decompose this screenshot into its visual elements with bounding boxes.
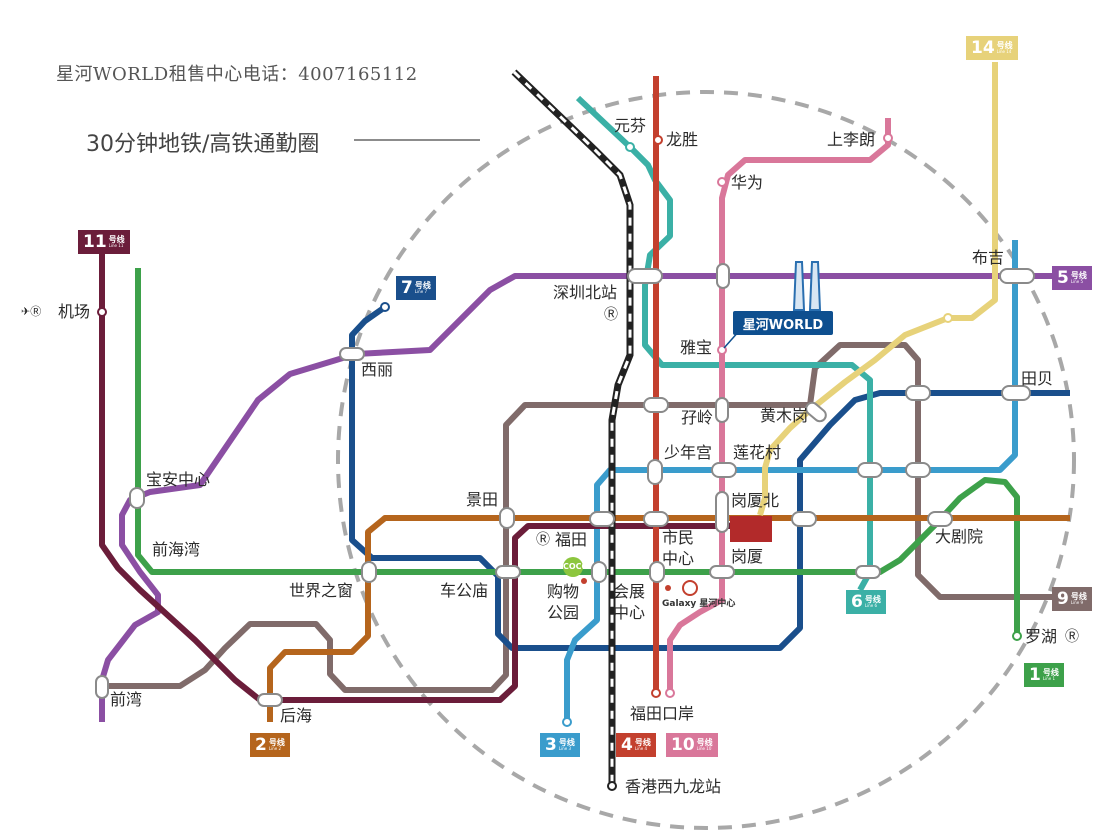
line14-track	[757, 62, 998, 516]
station-chegongmiao: 车公庙	[440, 581, 489, 600]
station-huizhan: 会展	[613, 582, 646, 601]
station-qianwan: 前湾	[110, 690, 143, 709]
galaxy-logo: Galaxy 星河中心	[662, 599, 736, 609]
line10-track	[667, 118, 891, 695]
station-gongyuan: 公园	[547, 603, 580, 622]
line9-track	[102, 342, 1070, 693]
coco-park-logo: COCO	[563, 562, 589, 571]
station-dajuyuan: 大剧院	[935, 527, 984, 546]
station-shanglilang: 上李朗	[827, 130, 876, 149]
station-luohu: 罗湖	[1025, 627, 1058, 646]
station-baoanzhongxin: 宝安中心	[146, 470, 211, 489]
station-xiangganxijiulong: 香港西九龙站	[625, 777, 722, 796]
building-icon	[792, 261, 822, 311]
station-xili: 西丽	[361, 360, 394, 379]
station-houhai: 后海	[280, 706, 313, 725]
station-yabao: 雅宝	[680, 338, 713, 357]
station-lianhuacun: 莲花村	[733, 443, 782, 462]
station-ziling: 孖岭	[681, 408, 714, 427]
station-tianbei: 田贝	[1021, 369, 1054, 388]
station-gangxia: 岗厦	[731, 547, 764, 566]
station-shimin-zhongxin: 中心	[662, 549, 695, 568]
station-yuanfen: 元芬	[614, 116, 647, 135]
simple-stations	[97, 133, 1022, 791]
commute-title: 30分钟地铁/高铁通勤圈	[86, 132, 320, 157]
rail-station-icon: Ⓡ	[604, 307, 618, 323]
line3-track	[564, 240, 1018, 722]
station-longsheng: 龙胜	[666, 130, 699, 149]
station-shijiezhichuang: 世界之窗	[289, 581, 354, 600]
station-gouwu: 购物	[547, 582, 580, 601]
sales-phone: 星河WORLD租售中心电话：4007165112	[56, 64, 418, 85]
station-futian: 福田	[555, 530, 588, 549]
station-huawei: 华为	[731, 173, 764, 192]
station-jichang: 机场	[58, 302, 91, 321]
line2-track	[267, 515, 1070, 722]
station-shimin: 市民	[662, 528, 695, 547]
station-jingtian: 景田	[466, 490, 499, 509]
line7-track	[349, 304, 1070, 651]
rail-track-dash	[512, 70, 632, 785]
station-gangxiabei: 岗厦北	[731, 491, 780, 510]
interchange-markers	[95, 263, 1035, 707]
line1-track	[135, 268, 1020, 640]
mall-markers	[563, 516, 772, 596]
xinghe-world-logo: 星河WORLD	[733, 311, 833, 335]
line5-track	[99, 273, 1070, 722]
station-futiankouan: 福田口岸	[630, 704, 695, 723]
rail-station-icon-futian: Ⓡ	[536, 532, 550, 548]
rail-station-icon-luohu: Ⓡ	[1065, 629, 1079, 645]
commute-circle	[336, 90, 1076, 830]
station-shaoniangong: 少年宫	[664, 443, 713, 462]
station-qianhaiwan: 前海湾	[152, 540, 201, 559]
station-huangmugang: 黄木岗	[760, 406, 809, 425]
airport-icon: ✈Ⓡ	[21, 305, 42, 318]
station-shenzhenbei: 深圳北站	[553, 283, 618, 302]
station-buji: 布吉	[972, 248, 1005, 267]
station-huizhan-zhongxin: 中心	[613, 603, 646, 622]
